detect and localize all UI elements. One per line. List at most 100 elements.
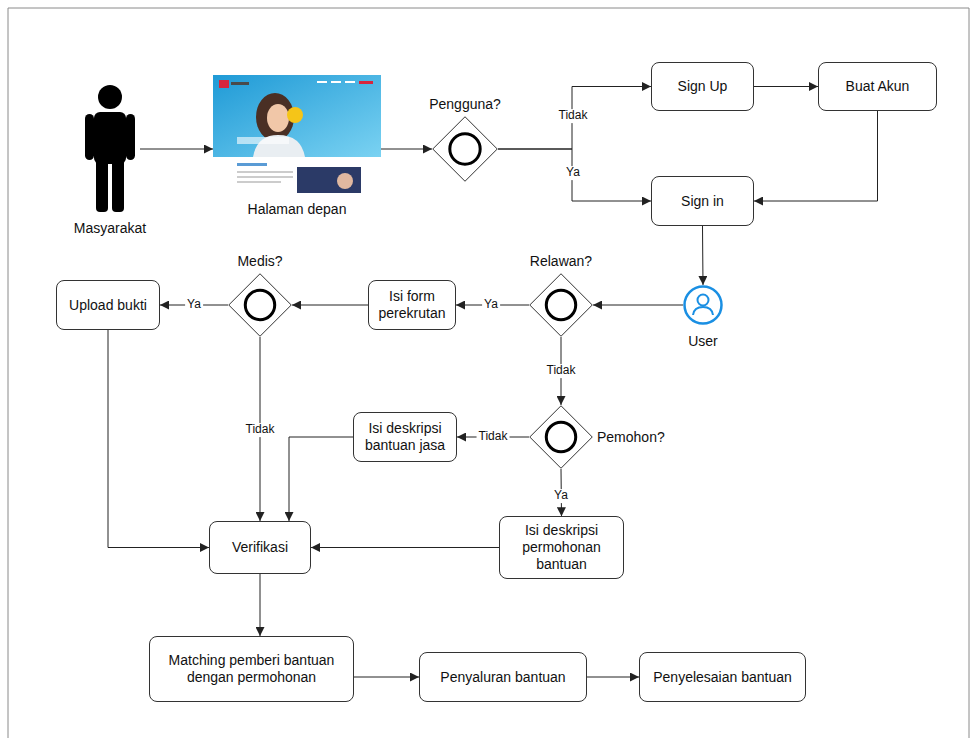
node-text: Matching pemberi bantuan dengan permohon… [150, 652, 353, 686]
flow-connector [593, 305, 683, 306]
flow-connector [292, 305, 368, 306]
person-arm [126, 114, 135, 160]
person-leg [96, 158, 108, 212]
process-box: Upload bukti [56, 280, 160, 330]
screenshot-nav [317, 81, 327, 83]
flow-connector [754, 111, 878, 201]
person-figure [85, 85, 135, 212]
screenshot-banner [213, 75, 381, 157]
process-box: Matching pemberi bantuan dengan permohon… [149, 636, 354, 702]
node-text: Upload bukti [63, 297, 153, 314]
flow-connector [754, 86, 818, 87]
screenshot-logo-text [231, 82, 249, 85]
node-text: Penyaluran bantuan [434, 669, 571, 686]
diamond-shape [530, 406, 593, 469]
process-box: Isi deskripsi permohonan bantuan [499, 516, 624, 578]
flow-connector [498, 149, 651, 201]
page-screenshot: Halaman depan [213, 75, 381, 193]
person-torso [94, 112, 126, 164]
node-text: Buat Akun [840, 78, 916, 95]
user-icon-head [698, 295, 709, 306]
gateway-circle [546, 290, 575, 319]
edge-label: Ya [564, 166, 582, 180]
screenshot-photo [297, 167, 361, 193]
user-icon-ring [685, 287, 722, 324]
node-text: Sign in [675, 193, 730, 210]
gateway-circle [546, 422, 575, 451]
edge-label: Ya [552, 489, 570, 503]
diamond-outline [432, 116, 498, 182]
node-caption: Pemohon? [597, 429, 665, 446]
node-caption: Masyarakat [74, 220, 146, 237]
flow-connector [354, 677, 419, 678]
person-head [98, 85, 122, 109]
flow-connector [140, 149, 213, 150]
decision-diamond: Pemohon? [529, 405, 593, 469]
screenshot-content [213, 157, 381, 193]
screenshot-line [237, 171, 293, 173]
decision-diamond: Relawan? [529, 273, 593, 337]
person-arm [85, 114, 94, 160]
diamond-outline [529, 405, 593, 469]
node-caption: Halaman depan [248, 201, 347, 218]
diamond-outline [529, 273, 593, 337]
node-caption: Relawan? [530, 253, 592, 270]
homepage-screenshot [213, 75, 381, 193]
flow-connector [260, 574, 261, 636]
actor-figure: Masyarakat [80, 84, 140, 212]
flow-connector [311, 547, 499, 548]
screenshot-line [237, 176, 293, 178]
gateway-circle [450, 134, 480, 164]
flow-connector [381, 149, 432, 150]
process-box: Isi deskripsi bantuan jasa [353, 412, 457, 462]
screenshot-line [237, 181, 281, 183]
screenshot-face [267, 104, 289, 132]
process-box: Penyelesaian bantuan [639, 652, 806, 702]
edge-label: Tidak [244, 423, 277, 437]
person-leg [112, 158, 124, 212]
node-text: Penyelesaian bantuan [647, 669, 798, 686]
edge-label: Tidak [477, 430, 510, 444]
node-text: Isi deskripsi bantuan jasa [354, 420, 456, 454]
decision-diamond: Pengguna? [432, 116, 498, 182]
edge-label: Tidak [557, 109, 590, 123]
process-box: Isi form perekrutan [368, 280, 456, 330]
screenshot-photo-face [337, 173, 353, 189]
flow-connector [702, 226, 704, 285]
screenshot-ground [213, 75, 381, 193]
screenshot-caption-bar [237, 137, 289, 144]
edge-label: Ya [482, 298, 500, 312]
process-box: Sign in [651, 176, 754, 226]
node-text: Isi form perekrutan [369, 288, 455, 322]
screenshot-logo [219, 80, 229, 88]
screenshot-heading [237, 163, 267, 166]
edge-label: Tidak [545, 364, 578, 378]
screenshot-nav [331, 81, 341, 83]
screenshot-nav [345, 81, 355, 83]
process-box: Sign Up [651, 62, 754, 111]
frame-border [8, 8, 969, 738]
diamond-shape [530, 274, 593, 337]
node-caption: Pengguna? [429, 96, 501, 113]
node-text: Verifikasi [226, 539, 294, 556]
user-node: User [683, 285, 723, 325]
diamond-shape [229, 274, 292, 337]
flow-connector [587, 677, 639, 678]
node-caption: User [688, 333, 718, 350]
flow-connector [289, 437, 353, 521]
node-caption: Medis? [237, 253, 282, 270]
flow-connector [108, 330, 209, 548]
node-text: Isi deskripsi permohonan bantuan [500, 522, 623, 572]
diamond-shape [433, 117, 498, 182]
edge-label: Ya [185, 298, 203, 312]
process-box: Buat Akun [818, 62, 937, 111]
process-box: Verifikasi [209, 521, 311, 574]
gateway-circle [245, 290, 274, 319]
node-text: Sign Up [672, 78, 734, 95]
user-icon [685, 287, 722, 324]
diamond-outline [228, 273, 292, 337]
flow-connector [498, 87, 651, 150]
